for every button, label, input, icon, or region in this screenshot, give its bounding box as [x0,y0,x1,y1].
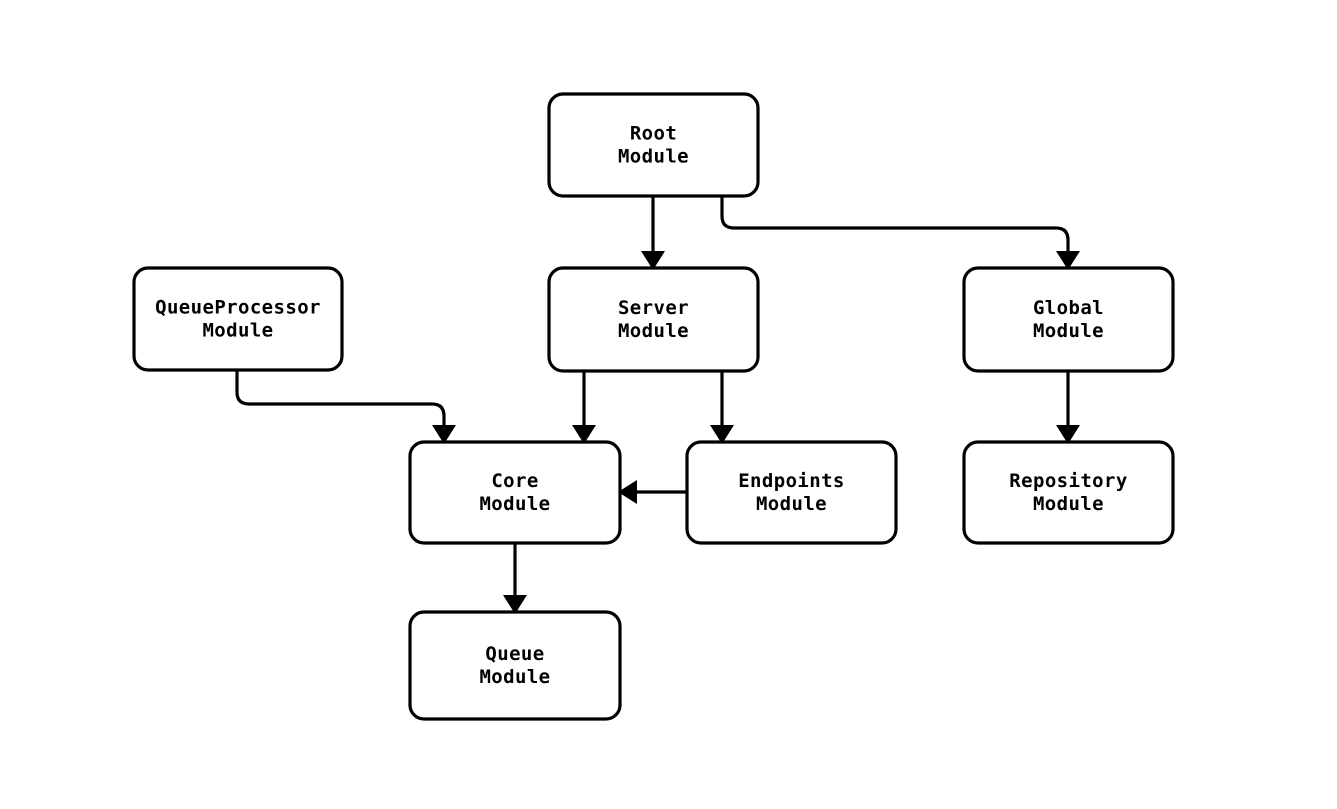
edge-line-root-global [720,196,1070,252]
arrowhead-icon [641,251,665,270]
edge-core-queue [503,543,527,614]
edge-server-core [572,371,596,444]
node-label-line1-root: Root [630,123,677,145]
edge-server-endpoints [710,371,734,444]
edge-root-global [720,196,1080,270]
node-label-line1-queueprocessor: QueueProcessor [155,297,321,319]
nodes-layer: RootModuleQueueProcessorModuleServerModu… [132,92,1175,721]
edge-queueprocessor-core [235,370,456,444]
node-box-queueprocessor[interactable] [132,266,344,372]
node-label-line2-root: Module [618,146,689,168]
node-label-line2-server: Module [618,320,689,342]
arrowhead-icon [432,425,456,444]
node-label-line1-server: Server [618,297,689,319]
node-label-line2-repository: Module [1033,493,1104,515]
node-label-line1-queue: Queue [485,643,544,665]
node-box-server[interactable] [547,266,760,373]
edge-endpoints-core [618,480,687,504]
arrowhead-icon [572,425,596,444]
node-label-line1-endpoints: Endpoints [738,470,845,492]
node-label-line2-core: Module [479,493,550,515]
node-label-line2-global: Module [1033,320,1104,342]
edge-line-queueprocessor-core [235,370,446,426]
node-label-line2-queueprocessor: Module [202,320,273,342]
node-box-repository[interactable] [962,440,1175,545]
edge-global-repository [1056,371,1080,444]
node-label-line1-global: Global [1033,297,1104,319]
arrowhead-icon [710,425,734,444]
node-box-core[interactable] [408,440,622,545]
node-label-line2-queue: Module [479,666,550,688]
edges-layer [235,196,1080,614]
node-box-root[interactable] [547,92,760,198]
node-box-global[interactable] [962,266,1175,373]
node-box-queue[interactable] [408,610,622,721]
arrowhead-icon [618,480,637,504]
arrowhead-icon [503,595,527,614]
node-label-line1-core: Core [491,470,538,492]
node-label-line2-endpoints: Module [756,493,827,515]
node-box-endpoints[interactable] [685,440,898,545]
edge-root-server [641,196,665,270]
arrowhead-icon [1056,251,1080,270]
node-label-line1-repository: Repository [1009,470,1127,492]
arrowhead-icon [1056,425,1080,444]
